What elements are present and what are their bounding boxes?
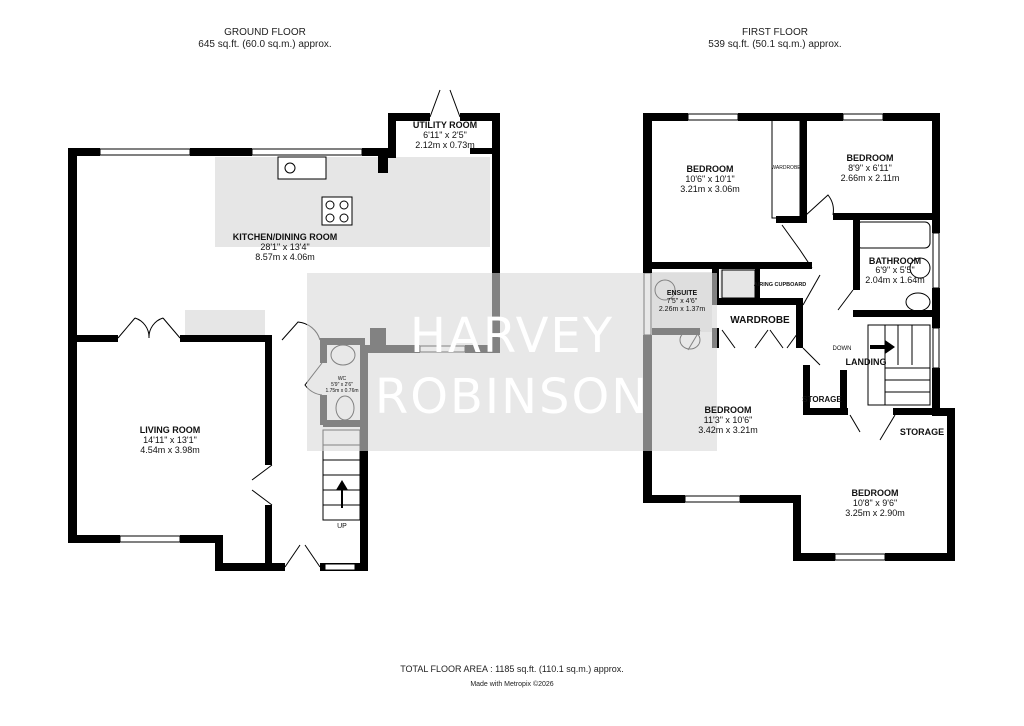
room-metric: 2.66m x 2.11m: [841, 173, 900, 183]
stair-up-label: UP: [337, 523, 347, 530]
stair-down-label: DOWN: [833, 346, 852, 352]
room-metric: 2.04m x 1.64m: [865, 275, 925, 285]
ground-floor-area: 645 sq.ft. (60.0 sq.m.) approx.: [198, 39, 331, 50]
credit: Made with Metropix ©2026: [470, 680, 553, 688]
room-imperial: 7'5" x 4'6": [667, 298, 698, 305]
watermark-logo: HARVEY ROBINSON: [307, 273, 717, 451]
first-floor-area: 539 sq.ft. (50.1 sq.m.) approx.: [708, 39, 841, 50]
room-name: BEDROOM: [847, 153, 894, 163]
room-metric: 2.26m x 1.37m: [659, 306, 705, 313]
storage-label: STORAGE: [900, 427, 944, 437]
room-metric: 3.21m x 3.06m: [680, 184, 740, 194]
room-metric: 1.75m x 0.76m: [325, 388, 358, 394]
room-imperial: 11'3" x 10'6": [704, 415, 753, 425]
room-name: BEDROOM: [852, 488, 899, 498]
room-imperial: 5'9" x 2'6": [331, 382, 353, 388]
watermark-line2: ROBINSON: [375, 369, 649, 425]
total-floor-area: TOTAL FLOOR AREA : 1185 sq.ft. (110.1 sq…: [400, 664, 624, 674]
landing-label: LANDING: [846, 357, 887, 367]
room-imperial: 6'9" x 5'5": [875, 265, 914, 275]
basin-icon: [909, 257, 931, 279]
wardrobe-label: WARDROBE: [771, 165, 801, 171]
room-name: LIVING ROOM: [140, 425, 201, 435]
room-name: BEDROOM: [705, 405, 752, 415]
room-metric: 8.57m x 4.06m: [255, 252, 315, 262]
room-imperial: 10'8" x 9'6": [853, 498, 897, 508]
first-floor-title: FIRST FLOOR: [742, 27, 808, 38]
labels: GROUND FLOOR 645 sq.ft. (60.0 sq.m.) app…: [140, 27, 944, 688]
room-name: WC: [338, 376, 347, 382]
room-name: BATHROOM: [869, 256, 921, 266]
storage-label: STORAGE: [802, 395, 842, 404]
room-imperial: 8'9" x 6'11": [848, 163, 892, 173]
room-metric: 3.42m x 3.21m: [698, 425, 758, 435]
room-name: UTILITY ROOM: [413, 120, 477, 130]
room-imperial: 10'6" x 10'1": [685, 174, 734, 184]
window: [251, 148, 363, 156]
room-imperial: 6'11" x 2'5": [423, 130, 467, 140]
room-name: ENSUITE: [667, 290, 698, 297]
room-metric: 2.12m x 0.73m: [415, 140, 475, 150]
patio-door: [99, 148, 191, 156]
wardrobe-label: WARDROBE: [730, 315, 790, 326]
bath-icon: [855, 221, 931, 249]
staircase: [867, 324, 931, 406]
living-floor-shade: [185, 310, 265, 335]
ground-floor-title: GROUND FLOOR: [224, 27, 306, 38]
arrow-up-icon: [336, 480, 348, 508]
room-metric: 3.25m x 2.90m: [845, 508, 905, 518]
toilet-icon: [905, 292, 931, 312]
ground-floor-plan: [68, 89, 500, 571]
room-imperial: 14'11" x 13'1": [143, 435, 197, 445]
arrow-down-icon: [870, 340, 895, 354]
shower-icon: [721, 269, 756, 299]
room-name: BEDROOM: [687, 164, 734, 174]
room-imperial: 28'1" x 13'4": [260, 242, 309, 252]
room-metric: 4.54m x 3.98m: [140, 445, 200, 455]
airing-cupboard-label: AIRING CUPBOARD: [754, 282, 807, 288]
watermark-line1: HARVEY: [410, 308, 614, 364]
room-name: KITCHEN/DINING ROOM: [233, 232, 338, 242]
